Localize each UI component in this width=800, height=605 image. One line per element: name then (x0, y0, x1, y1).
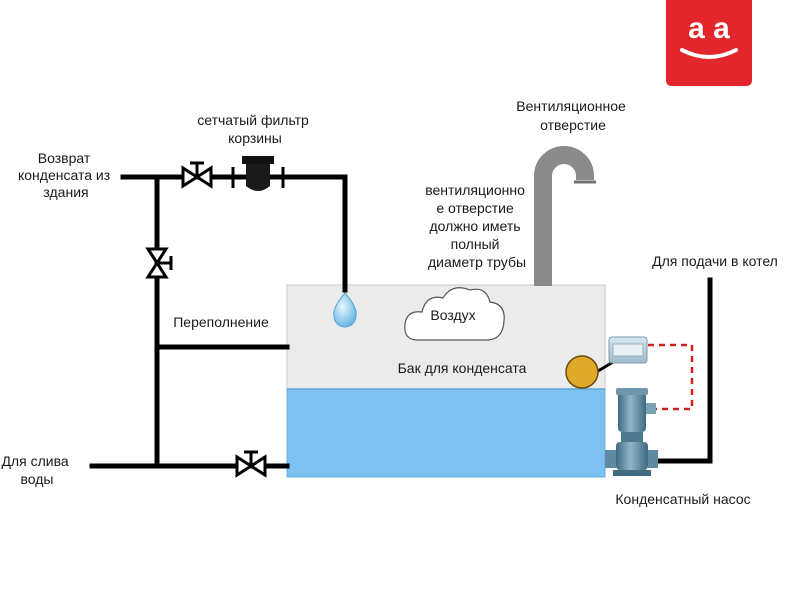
valve-bypass-icon (145, 247, 173, 279)
water-drop-icon (333, 292, 357, 328)
label-basket-strainer: сетчатый фильтр корзины (197, 112, 313, 146)
label-drain: Для слива воды (1, 453, 72, 487)
control-wire (648, 343, 694, 411)
brand-logo: a a (666, 0, 752, 86)
level-control-box (608, 336, 648, 364)
logo-badge (666, 0, 752, 86)
label-pump: Конденсатный насос (615, 491, 750, 507)
label-condensate-return: Возврат конденсата из здания (18, 150, 114, 200)
vent-pipe-body (534, 146, 594, 286)
label-air: Воздух (430, 307, 475, 323)
pump-motor (618, 392, 646, 432)
pump-base (613, 470, 651, 476)
valve-return-icon (181, 161, 213, 189)
condensate-pump-icon (605, 388, 658, 476)
float-ball-icon (565, 355, 599, 389)
air-cloud-icon (404, 287, 505, 341)
boiler-feed-pipe (653, 277, 713, 464)
tank-water (286, 388, 606, 478)
labels: Возврат конденсата из здания сетчатый фи… (1, 98, 777, 507)
pump-outlet (648, 450, 658, 468)
pump-coupling (621, 432, 643, 442)
basket-strainer-icon (231, 156, 285, 191)
logo-smile-icon (680, 48, 738, 59)
logo-letters: a a (688, 12, 730, 45)
pump-terminal-box (646, 403, 656, 414)
label-boiler-feed: Для подачи в котел (652, 253, 778, 269)
control-box-panel (612, 343, 644, 357)
label-tank: Бак для конденсата (398, 360, 527, 376)
pump-inlet (605, 450, 616, 468)
label-overflow: Переполнение (173, 314, 269, 330)
label-vent-note: вентиляционно е отверстие должно иметь п… (425, 182, 529, 270)
pump-motor-cap (616, 388, 648, 395)
label-vent-opening: Вентиляционное отверстие (516, 98, 629, 133)
pump-volute (616, 442, 648, 470)
valve-drain-icon (235, 450, 267, 478)
vent-pipe (534, 146, 596, 286)
